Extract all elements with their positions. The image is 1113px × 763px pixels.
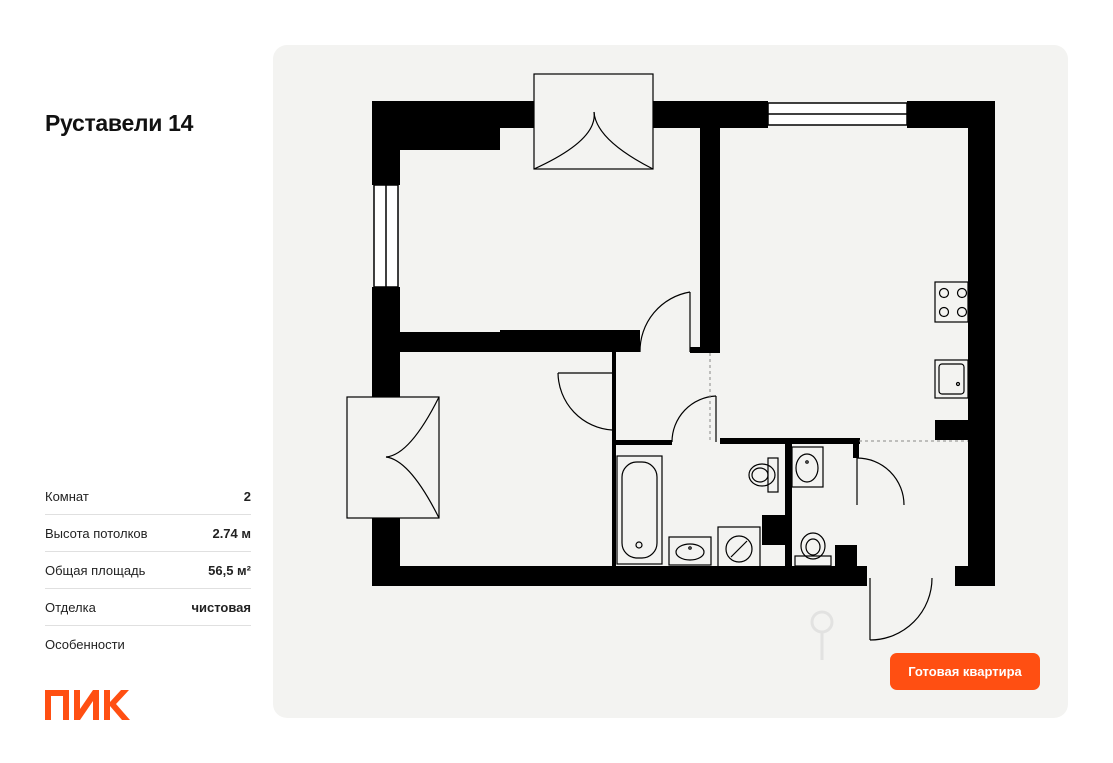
- spec-value: 2.74 м: [212, 525, 251, 541]
- spec-row-ceiling-height: Высота потолков 2.74 м: [45, 515, 251, 552]
- floor-plan-drawing: [346, 73, 995, 660]
- spec-row-rooms: Комнат 2: [45, 478, 251, 515]
- spec-value: 2: [243, 488, 251, 504]
- spec-label: Высота потолков: [45, 525, 148, 541]
- spec-value: 56,5 м²: [208, 562, 251, 578]
- spec-row-features: Особенности: [45, 626, 251, 662]
- ready-apartment-badge: Готовая квартира: [890, 653, 1040, 690]
- floor-plan-panel: [273, 45, 1068, 718]
- specs-list: Комнат 2 Высота потолков 2.74 м Общая пл…: [45, 478, 251, 662]
- spec-label: Особенности: [45, 636, 125, 652]
- page-title: Руставели 14: [45, 110, 194, 136]
- spec-label: Отделка: [45, 599, 96, 615]
- spec-label: Общая площадь: [45, 562, 146, 578]
- spec-row-finish: Отделка чистовая: [45, 589, 251, 626]
- pik-logo: [45, 690, 131, 725]
- spec-label: Комнат: [45, 488, 89, 504]
- spec-value: чистовая: [191, 599, 251, 615]
- spec-row-total-area: Общая площадь 56,5 м²: [45, 552, 251, 589]
